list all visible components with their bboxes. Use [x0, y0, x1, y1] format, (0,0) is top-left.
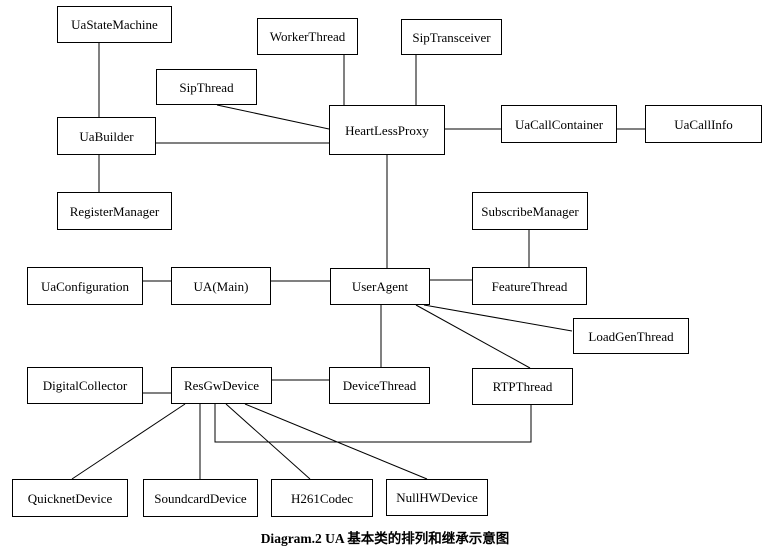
diagram-caption: Diagram.2 UA 基本类的排列和继承示意图 — [260, 531, 510, 546]
edge-resgwdevice-h261codec — [225, 403, 311, 480]
node-ua-call-info: UaCallInfo — [645, 105, 762, 143]
node-h261-codec: H261Codec — [271, 479, 373, 517]
node-subscribe-manager: SubscribeManager — [472, 192, 588, 230]
node-worker-thread: WorkerThread — [257, 18, 358, 55]
edge-sipthread-heartlessproxy — [216, 104, 330, 130]
node-quicknet-device: QuicknetDevice — [12, 479, 128, 517]
node-rtp-thread: RTPThread — [472, 368, 573, 405]
node-ua-state-machine: UaStateMachine — [57, 6, 172, 43]
node-register-manager: RegisterManager — [57, 192, 172, 230]
node-soundcard-device: SoundcardDevice — [143, 479, 258, 517]
edge-resgwdevice-quicknetdevice — [71, 403, 186, 480]
node-user-agent: UserAgent — [330, 268, 430, 305]
node-digital-collector: DigitalCollector — [27, 367, 143, 404]
node-ua-call-container: UaCallContainer — [501, 105, 617, 143]
node-ua-main: UA(Main) — [171, 267, 271, 305]
node-device-thread: DeviceThread — [329, 367, 430, 404]
node-sip-thread: SipThread — [156, 69, 257, 105]
node-null-hw-device: NullHWDevice — [386, 479, 488, 516]
edge-resgwdevice-nullhwdevice — [244, 403, 428, 480]
node-load-gen-thread: LoadGenThread — [573, 318, 689, 354]
edge-useragent-rtpthread — [415, 304, 531, 369]
node-ua-configuration: UaConfiguration — [27, 267, 143, 305]
node-feature-thread: FeatureThread — [472, 267, 587, 305]
edge-resgwdevice-rtpthread — [214, 404, 532, 443]
node-heart-less-proxy: HeartLessProxy — [329, 105, 445, 155]
node-ua-builder: UaBuilder — [57, 117, 156, 155]
node-res-gw-device: ResGwDevice — [171, 367, 272, 404]
node-sip-transceiver: SipTransceiver — [401, 19, 502, 55]
edge-useragent-loadgenthread — [423, 304, 573, 332]
